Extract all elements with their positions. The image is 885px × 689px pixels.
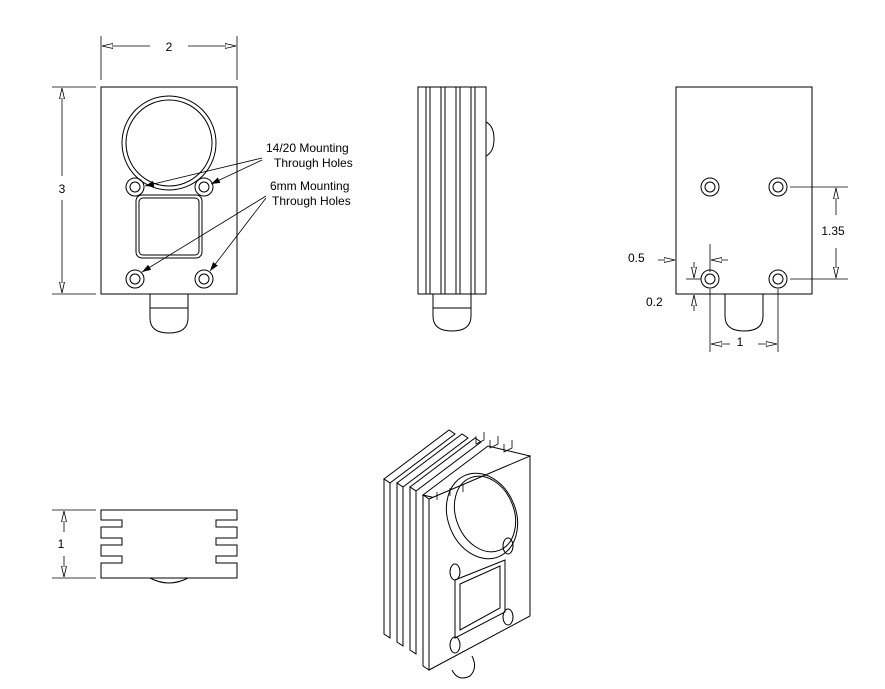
iso-window-inner bbox=[459, 565, 501, 631]
callout-6mm-line1: 6mm Mounting bbox=[270, 179, 349, 193]
front-width-label: 2 bbox=[166, 40, 173, 54]
front-width-dimension: 2 bbox=[100, 36, 238, 80]
front-window-outer bbox=[135, 194, 203, 259]
front-height-dimension: 3 bbox=[52, 86, 96, 295]
back-spacing-label: 1.35 bbox=[821, 224, 845, 238]
iso-lens-bore-inner bbox=[453, 475, 517, 553]
back-bottom-offset-label: 0.2 bbox=[646, 295, 663, 309]
front-bottom-knob bbox=[149, 293, 189, 334]
iso-mounting-holes bbox=[449, 537, 514, 654]
callout-1420-holes: 14/20 Mounting Through Holes bbox=[144, 141, 353, 187]
side-bottom-knob bbox=[432, 293, 472, 332]
back-bottom-knob bbox=[724, 294, 764, 332]
iso-lens-bore-outer bbox=[445, 472, 519, 560]
side-lens-bump bbox=[485, 121, 495, 157]
back-view: 1.35 0.5 0.2 1 bbox=[628, 86, 848, 352]
side-view bbox=[417, 86, 495, 332]
front-lens-bore-outer bbox=[121, 95, 217, 191]
bottom-thickness-dimension: 1 bbox=[52, 509, 96, 579]
bottom-view-outline bbox=[100, 509, 238, 579]
front-window-inner bbox=[138, 197, 200, 256]
bottom-view-knob bbox=[149, 577, 189, 584]
back-edge-offset-dimension: 0.5 bbox=[628, 244, 728, 272]
front-height-label: 3 bbox=[59, 182, 66, 196]
bottom-view: 1 bbox=[52, 509, 238, 584]
front-mounting-holes bbox=[125, 177, 214, 289]
back-mounting-holes bbox=[700, 177, 788, 289]
iso-window-outer bbox=[454, 559, 506, 639]
side-body-outline bbox=[417, 86, 487, 295]
back-bottom-offset-dimension: 0.2 bbox=[646, 262, 701, 311]
front-view: 2 3 14/20 Mounting Through Holes 6mm Mou… bbox=[52, 36, 353, 334]
back-hole-spacing-label: 1 bbox=[737, 335, 744, 349]
iso-left-side bbox=[422, 494, 430, 671]
iso-fins bbox=[383, 429, 482, 655]
isometric-view bbox=[383, 429, 532, 679]
front-lens-bore-inner bbox=[125, 99, 213, 187]
back-hole-spacing-dimension: 1 bbox=[709, 289, 779, 352]
back-edge-offset-label: 0.5 bbox=[628, 251, 645, 265]
callout-1420-line2: Through Holes bbox=[274, 156, 353, 170]
back-spacing-dimension: 1.35 bbox=[790, 186, 848, 280]
callout-6mm-holes: 6mm Mounting Through Holes bbox=[141, 179, 351, 273]
iso-bottom-knob bbox=[451, 655, 476, 679]
back-body-outline bbox=[675, 86, 813, 295]
bottom-thickness-label: 1 bbox=[58, 537, 65, 551]
callout-6mm-line2: Through Holes bbox=[272, 194, 351, 208]
iso-top-grooves bbox=[436, 432, 513, 500]
callout-1420-line1: 14/20 Mounting bbox=[266, 141, 349, 155]
side-fin-lines bbox=[425, 87, 476, 294]
